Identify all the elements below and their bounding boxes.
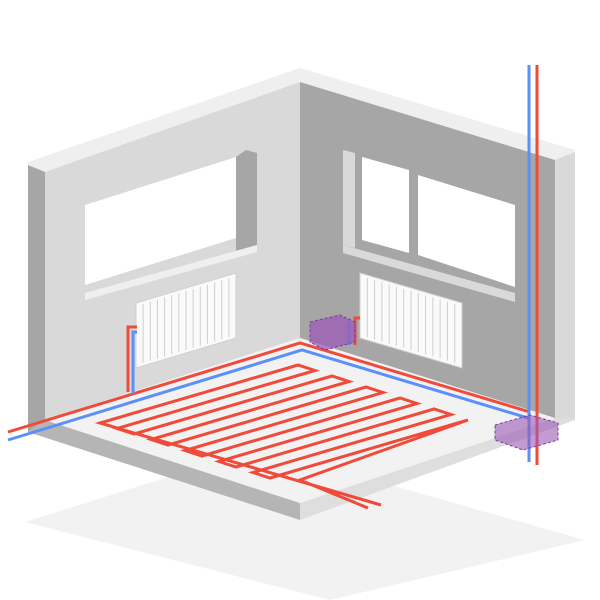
window-icon xyxy=(343,150,515,302)
floor-heating-loop xyxy=(94,363,469,510)
left-wall-edge xyxy=(28,165,45,432)
manifold-icon xyxy=(309,314,356,351)
window-icon xyxy=(85,150,257,300)
manifold-icon xyxy=(494,414,559,451)
right-wall-edge xyxy=(555,152,575,420)
radiator-icon xyxy=(135,272,237,369)
heating-pipe-icon xyxy=(7,65,539,510)
ground-shadow xyxy=(25,448,585,600)
hot-supply-pipe xyxy=(7,341,531,434)
radiator-cold-pipe xyxy=(131,330,137,394)
floor-slab-left xyxy=(28,420,300,520)
floor xyxy=(45,338,555,503)
cold-return-pipe xyxy=(7,348,529,442)
radiator-icon xyxy=(359,272,463,369)
radiator-hot-pipe xyxy=(126,325,137,392)
